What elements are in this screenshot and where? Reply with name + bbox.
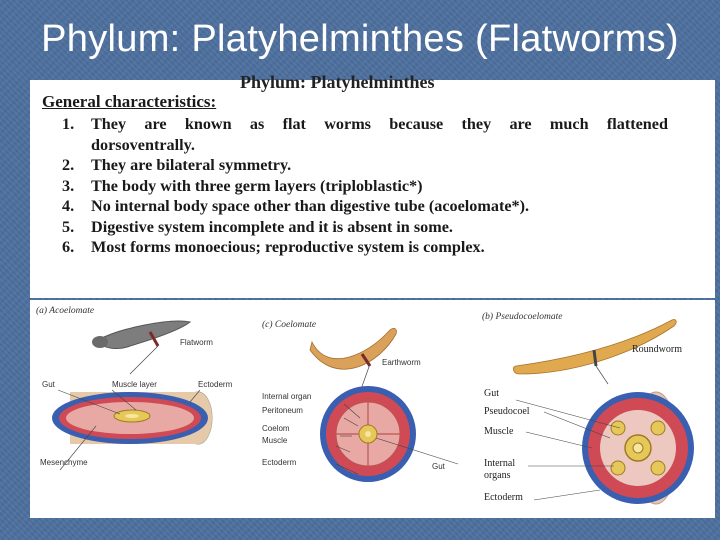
list-item: 4.No internal body space other than dige…	[62, 197, 530, 215]
label-muscle-layer: Muscle layer	[112, 380, 157, 389]
roundworm-body	[512, 319, 677, 375]
label-earthworm: Earthworm	[382, 358, 421, 367]
label-ectoderm-b: Ectoderm	[484, 492, 523, 503]
label-coelom: Coelom	[262, 424, 290, 433]
earthworm-body	[309, 328, 397, 370]
label-gut-a: Gut	[42, 380, 55, 389]
acoelomate-illustration	[52, 320, 213, 471]
list-item: 5.Digestive system incomplete and it is …	[62, 217, 453, 236]
characteristics-heading: General characteristics:	[42, 92, 217, 111]
label-flatworm: Flatworm	[180, 338, 213, 347]
label-muscle-b: Muscle	[484, 426, 514, 437]
characteristics-list: 1.They are known as flat worms because t…	[62, 114, 668, 258]
list-item: 1.They are known as flat worms because t…	[62, 115, 668, 133]
label-mesenchyme: Mesenchyme	[40, 458, 88, 467]
body-plan-figure: (a) Acoelomate Flatworm Gut Muscle layer…	[30, 300, 715, 518]
flatworm-body	[97, 320, 192, 349]
label-gut-b: Gut	[484, 388, 499, 399]
list-item: dorsoventrally.	[91, 135, 195, 154]
label-ectoderm-a: Ectoderm	[198, 380, 233, 389]
list-item: 3.The body with three germ layers (tripl…	[62, 176, 423, 195]
label-internal-organs-2: organs	[484, 470, 511, 481]
clipped-heading: Phylum: Platyhelminthes	[240, 72, 435, 92]
characteristics-panel: Phylum: Platyhelminthes General characte…	[30, 72, 715, 298]
slide-title: Phylum: Platyhelminthes (Flatworms)	[41, 18, 679, 60]
label-gut-c: Gut	[432, 462, 445, 471]
panel-b-title: (b) Pseudocoelomate	[482, 312, 563, 322]
label-roundworm: Roundworm	[632, 344, 682, 355]
flatworm-head	[92, 336, 108, 348]
label-internal-organs-1: Internal	[484, 458, 516, 469]
list-item: 2.They are bilateral symmetry.	[62, 156, 292, 174]
pseudocoelomate-illustration	[512, 319, 694, 505]
label-peritoneum: Peritoneum	[262, 406, 303, 415]
panel-c-title: (c) Coelomate	[262, 320, 317, 330]
label-muscle-c: Muscle	[262, 436, 288, 445]
coelomate-illustration	[309, 328, 459, 482]
list-item: 6.Most forms monoecious; reproductive sy…	[62, 238, 485, 256]
label-internal-organ: Internal organ	[262, 392, 312, 401]
label-ectoderm-c: Ectoderm	[262, 458, 297, 467]
label-pseudocoel: Pseudocoel	[484, 406, 530, 417]
panel-a-title: (a) Acoelomate	[36, 306, 95, 316]
